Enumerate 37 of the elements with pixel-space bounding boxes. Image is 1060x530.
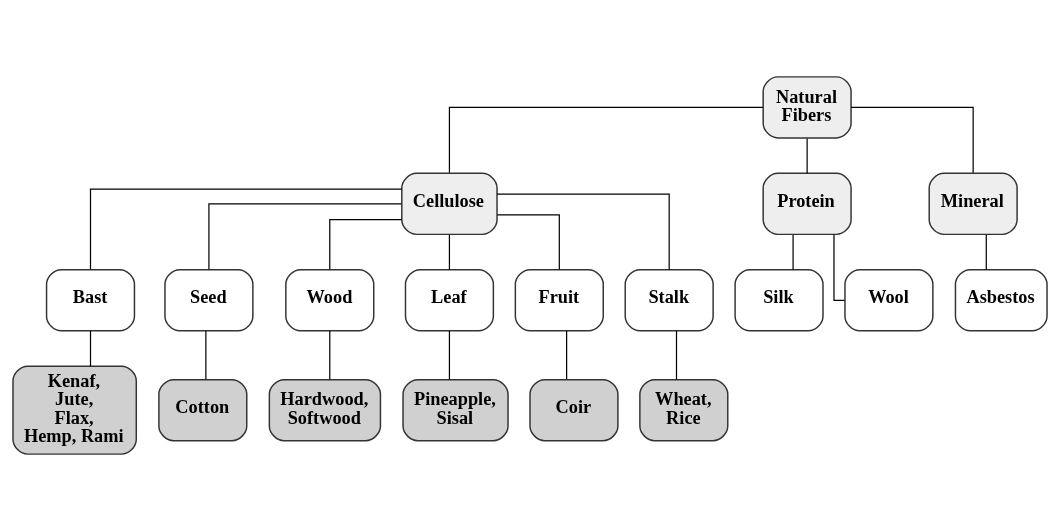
connector bbox=[448, 233, 451, 270]
connector bbox=[833, 233, 846, 301]
connector bbox=[566, 329, 568, 380]
connector bbox=[205, 329, 207, 380]
connector bbox=[806, 137, 808, 174]
connector bbox=[496, 192, 670, 270]
node-box: Natural Fibers bbox=[762, 75, 852, 139]
connector bbox=[448, 329, 451, 380]
node-box: Coir bbox=[529, 378, 619, 441]
node-box: Cotton bbox=[158, 378, 248, 441]
connector bbox=[89, 329, 92, 367]
node-box: Seed bbox=[164, 268, 254, 332]
connector bbox=[329, 329, 331, 380]
connector bbox=[985, 233, 987, 270]
node-box: Pineapple, Sisal bbox=[402, 378, 509, 441]
connector bbox=[792, 233, 794, 270]
node-box: Cellulose bbox=[401, 172, 498, 235]
node-box: Leaf bbox=[404, 268, 495, 332]
connector bbox=[675, 329, 678, 380]
node-box: Silk bbox=[734, 268, 824, 332]
node-box: Wheat, Rice bbox=[639, 378, 729, 441]
connector bbox=[89, 188, 403, 270]
connector bbox=[448, 106, 764, 173]
node-box: Mineral bbox=[928, 172, 1018, 235]
connector bbox=[496, 213, 560, 270]
node-box: Wool bbox=[844, 268, 934, 332]
node-box: Stalk bbox=[624, 268, 714, 332]
node-box: Hardwood, Softwood bbox=[268, 378, 382, 441]
node-box: Protein bbox=[762, 172, 852, 235]
node-box: Bast bbox=[45, 268, 136, 332]
node-box: Asbestos bbox=[954, 268, 1048, 332]
connector bbox=[208, 202, 402, 270]
node-box: Fruit bbox=[514, 268, 604, 332]
node-box: Kenaf, Jute, Flax, Hemp, Rami bbox=[12, 365, 137, 455]
node-box: Wood bbox=[285, 268, 375, 332]
connector bbox=[329, 218, 403, 270]
connector bbox=[850, 106, 974, 173]
